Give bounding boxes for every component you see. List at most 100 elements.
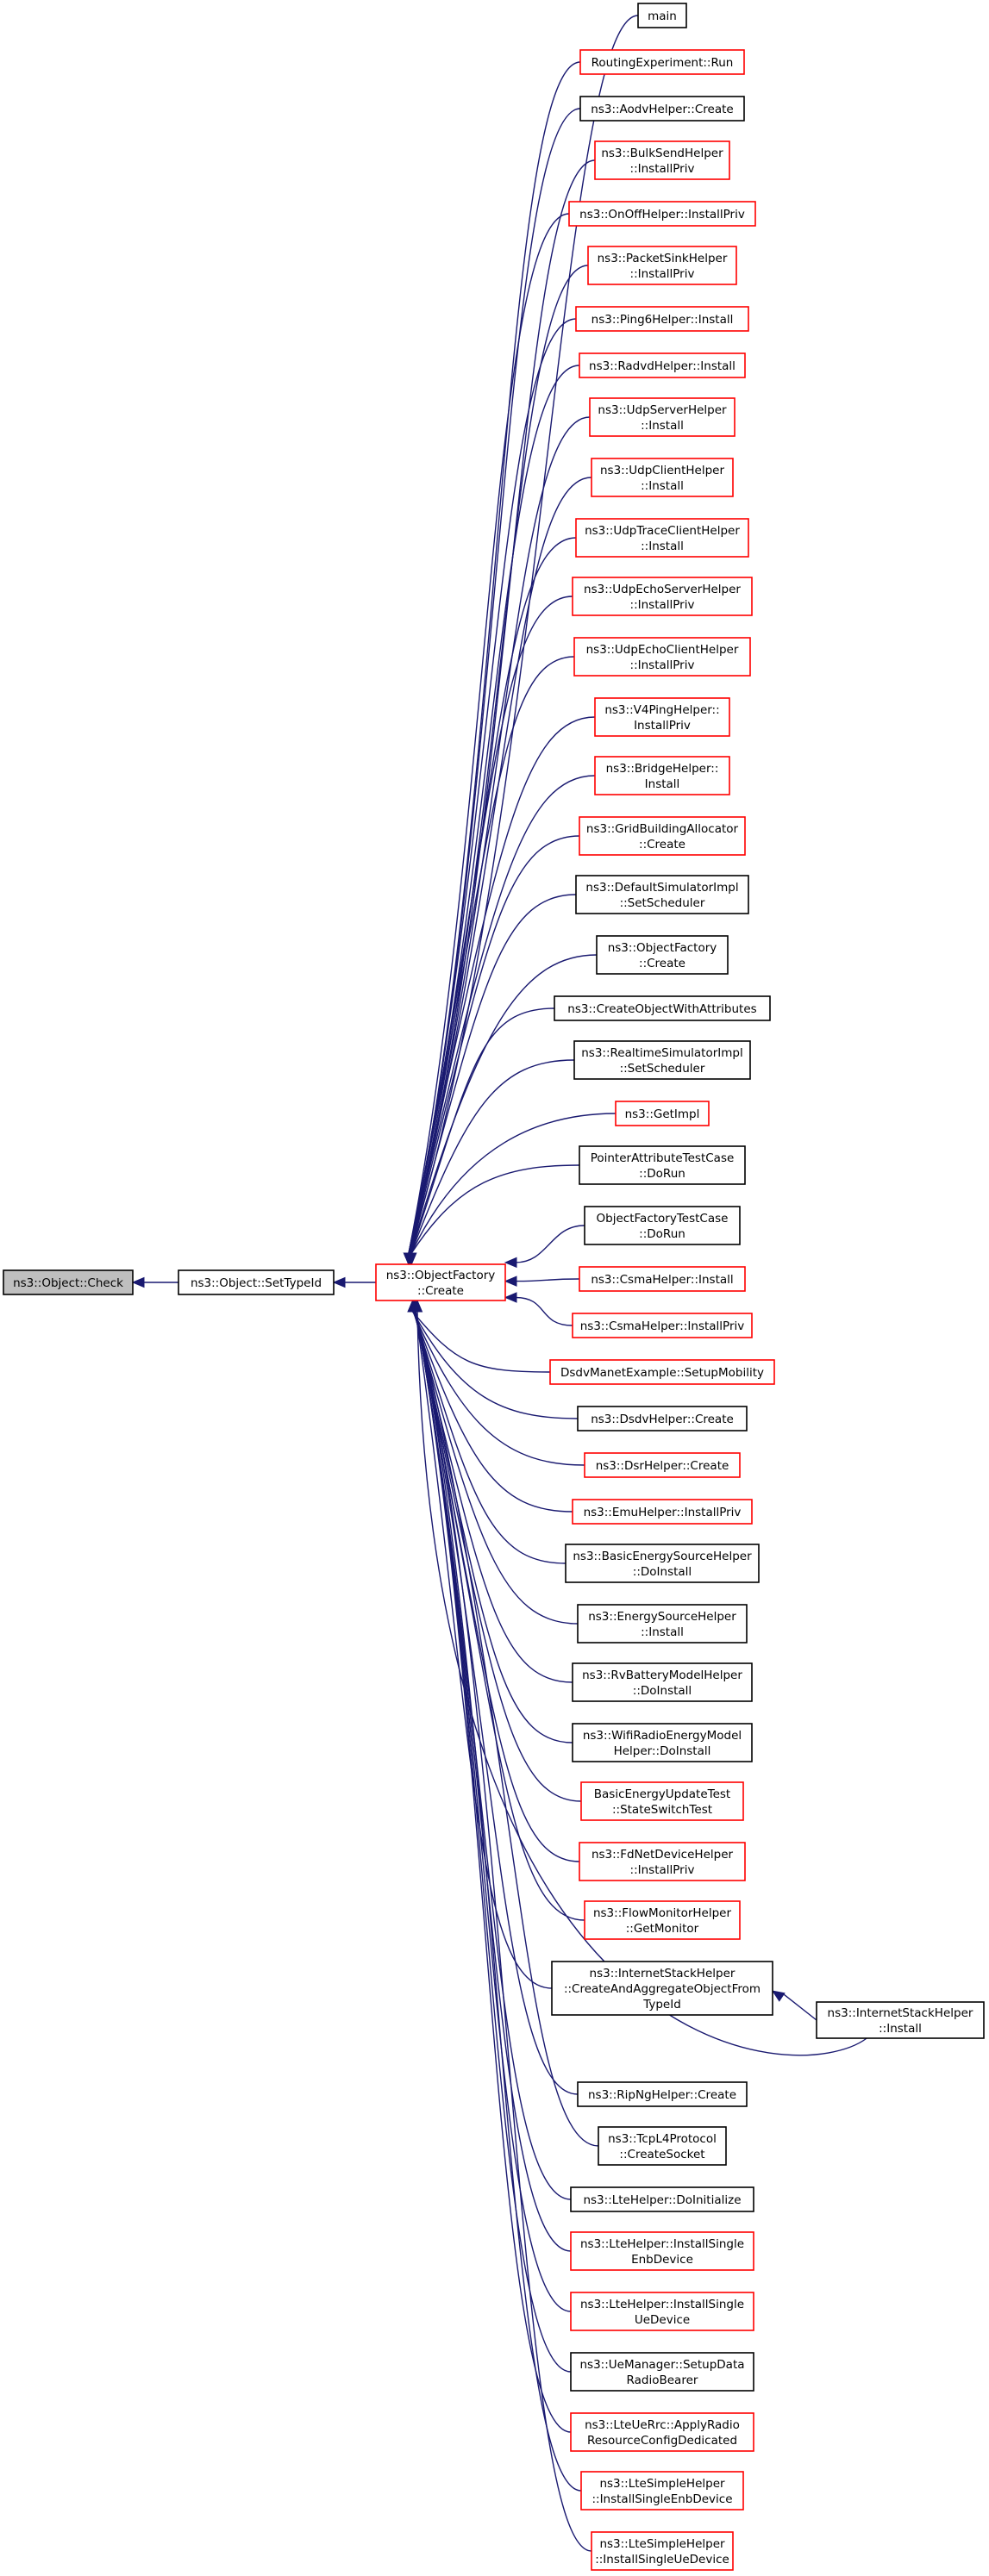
node-caller-33-label: ::StateSwitchTest (612, 1803, 712, 1817)
node-caller-30-box (577, 1604, 748, 1644)
node-caller-44-label: ns3::LteSimpleHelper (599, 2477, 725, 2491)
node-caller-19-box (573, 1040, 751, 1080)
node-caller-24-label: ns3::CsmaHelper::InstallPriv (580, 1319, 744, 1333)
node-object-check-label: ns3::Object::Check (13, 1276, 123, 1290)
node-caller-5[interactable]: ns3::PacketSinkHelper::InstallPriv (587, 246, 737, 285)
node-caller-20-label: ns3::GetImpl (625, 1107, 700, 1121)
node-caller-7[interactable]: ns3::RadvdHelper::Install (579, 352, 746, 378)
graph-nodes: ns3::Object::Check ns3::Object::SetTypeId… (3, 3, 985, 2571)
node-caller-6[interactable]: ns3::Ping6Helper::Install (575, 306, 749, 332)
node-caller-21[interactable]: PointerAttributeTestCase::DoRun (579, 1145, 746, 1185)
node-caller-31[interactable]: ns3::RvBatteryModelHelper::DoInstall (572, 1662, 753, 1702)
edge-caller-42 (415, 1311, 572, 2373)
edge-caller-35 (415, 1311, 585, 1921)
node-caller-17[interactable]: ns3::ObjectFactory::Create (596, 935, 729, 975)
node-caller-22-box (584, 1206, 741, 1245)
node-caller-36-label: ::CreateAndAggregateObjectFrom (564, 1982, 761, 1996)
edge-caller-19 (410, 1059, 575, 1254)
edge-caller-22 (515, 1225, 585, 1263)
node-caller-33[interactable]: BasicEnergyUpdateTest::StateSwitchTest (580, 1781, 744, 1821)
edge-caller-31 (413, 1311, 573, 1683)
edge-arrowhead-24 (504, 1292, 517, 1303)
edge-caller-20 (410, 1113, 617, 1254)
edge-arrowhead-check (131, 1276, 145, 1288)
node-caller-39[interactable]: ns3::LteHelper::DoInitialize (570, 2186, 754, 2212)
node-caller-14-box (594, 756, 730, 795)
node-caller-9[interactable]: ns3::UdpClientHelper::Install (591, 458, 734, 497)
node-caller-38[interactable]: ns3::TcpL4Protocol::CreateSocket (598, 2126, 727, 2166)
node-caller-34[interactable]: ns3::FdNetDeviceHelper::InstallPriv (579, 1842, 746, 1881)
node-caller-3[interactable]: ns3::BulkSendHelper::InstallPriv (594, 140, 730, 180)
node-caller-18[interactable]: ns3::CreateObjectWithAttributes (554, 995, 771, 1021)
node-object-settypeid[interactable]: ns3::Object::SetTypeId (178, 1269, 335, 1295)
node-caller-25-label: DsdvManetExample::SetupMobility (560, 1366, 764, 1380)
node-caller-10-box (575, 518, 749, 558)
node-caller-26-label: ns3::DsdvHelper::Create (591, 1413, 734, 1426)
node-caller-9-label: ::Install (641, 479, 684, 493)
node-caller-2[interactable]: ns3::AodvHelper::Create (579, 96, 745, 122)
edge-caller-44 (415, 1311, 582, 2492)
node-caller-12[interactable]: ns3::UdpEchoClientHelper::InstallPriv (573, 637, 751, 677)
node-caller-4[interactable]: ns3::OnOffHelper::InstallPriv (568, 201, 756, 227)
node-caller-0[interactable]: main (637, 3, 687, 28)
node-caller-34-label: ns3::FdNetDeviceHelper (592, 1848, 734, 1862)
node-caller-15[interactable]: ns3::GridBuildingAllocator::Create (579, 816, 746, 856)
node-caller-25[interactable]: DsdvManetExample::SetupMobility (549, 1359, 775, 1385)
node-caller-5-box (587, 246, 737, 285)
node-internetstackhelper-install[interactable]: ns3::InternetStackHelper::Install (816, 2001, 985, 2039)
node-caller-35-label: ns3::FlowMonitorHelper (593, 1906, 731, 1920)
edge-arrowhead-stack-create (411, 1299, 423, 1313)
node-caller-37[interactable]: ns3::RipNgHelper::Create (577, 2081, 748, 2107)
node-caller-24[interactable]: ns3::CsmaHelper::InstallPriv (572, 1313, 753, 1338)
node-objectfactory-create[interactable]: ns3::ObjectFactory::Create (375, 1263, 506, 1301)
node-caller-26[interactable]: ns3::DsdvHelper::Create (577, 1406, 748, 1431)
node-caller-39-box (570, 2186, 754, 2212)
node-objectfactory-create-label: ::Create (417, 1284, 464, 1298)
node-caller-32[interactable]: ns3::WifiRadioEnergyModelHelper::DoInsta… (572, 1723, 753, 1762)
node-internetstackhelper-install-box (816, 2001, 985, 2039)
node-caller-11[interactable]: ns3::UdpEchoServerHelper::InstallPriv (572, 577, 753, 616)
node-caller-37-label: ns3::RipNgHelper::Create (588, 2088, 736, 2102)
node-caller-25-box (549, 1359, 775, 1385)
node-caller-3-label: ns3::BulkSendHelper (601, 147, 723, 160)
node-caller-1-label: RoutingExperiment::Run (592, 56, 734, 70)
node-caller-8-box (589, 397, 735, 437)
node-caller-8[interactable]: ns3::UdpServerHelper::Install (589, 397, 735, 437)
node-caller-32-box (572, 1723, 753, 1762)
node-caller-42-label: RadioBearer (627, 2373, 698, 2387)
node-caller-29[interactable]: ns3::BasicEnergySourceHelper::DoInstall (565, 1544, 760, 1583)
node-caller-4-box (568, 201, 756, 227)
node-caller-22[interactable]: ObjectFactoryTestCase::DoRun (584, 1206, 741, 1245)
node-caller-44[interactable]: ns3::LteSimpleHelper::InstallSingleEnbDe… (580, 2471, 744, 2511)
node-caller-35[interactable]: ns3::FlowMonitorHelper::GetMonitor (584, 1900, 741, 1940)
node-caller-41[interactable]: ns3::LteHelper::InstallSingleUeDevice (570, 2292, 754, 2331)
node-caller-1[interactable]: RoutingExperiment::Run (579, 49, 745, 75)
node-caller-27-box (584, 1452, 741, 1478)
node-caller-27[interactable]: ns3::DsrHelper::Create (584, 1452, 741, 1478)
node-caller-11-label: ::InstallPriv (630, 598, 695, 612)
node-caller-36[interactable]: ns3::InternetStackHelper::CreateAndAggre… (551, 1961, 773, 2016)
node-object-check[interactable]: ns3::Object::Check (3, 1269, 134, 1295)
node-caller-30[interactable]: ns3::EnergySourceHelper::Install (577, 1604, 748, 1644)
node-caller-14[interactable]: ns3::BridgeHelper::Install (594, 756, 730, 795)
node-caller-19[interactable]: ns3::RealtimeSimulatorImpl::SetScheduler (573, 1040, 751, 1080)
node-caller-23-label: ns3::CsmaHelper::Install (591, 1273, 733, 1287)
node-caller-10[interactable]: ns3::UdpTraceClientHelper::Install (575, 518, 749, 558)
node-caller-32-label: Helper::DoInstall (614, 1744, 711, 1758)
node-caller-43[interactable]: ns3::LteUeRrc::ApplyRadioResourceConfigD… (570, 2412, 754, 2452)
node-caller-16[interactable]: ns3::DefaultSimulatorImpl::SetScheduler (575, 875, 749, 914)
node-caller-23[interactable]: ns3::CsmaHelper::Install (579, 1266, 746, 1292)
node-caller-28[interactable]: ns3::EmuHelper::InstallPriv (572, 1499, 753, 1525)
edge-caller-11 (408, 596, 573, 1254)
edge-arrowhead-stack-aggregate (771, 1990, 786, 2002)
node-caller-34-box (579, 1842, 746, 1881)
node-caller-8-label: ::Install (641, 419, 684, 433)
node-caller-40[interactable]: ns3::LteHelper::InstallSingleEnbDevice (570, 2231, 754, 2271)
node-caller-8-label: ns3::UdpServerHelper (598, 403, 727, 417)
node-caller-42-label: ns3::UeManager::SetupData (579, 2358, 744, 2372)
node-caller-13[interactable]: ns3::V4PingHelper::InstallPriv (594, 697, 730, 737)
node-caller-45[interactable]: ns3::LteSimpleHelper::InstallSingleUeDev… (591, 2531, 734, 2571)
node-caller-20[interactable]: ns3::GetImpl (615, 1101, 710, 1126)
